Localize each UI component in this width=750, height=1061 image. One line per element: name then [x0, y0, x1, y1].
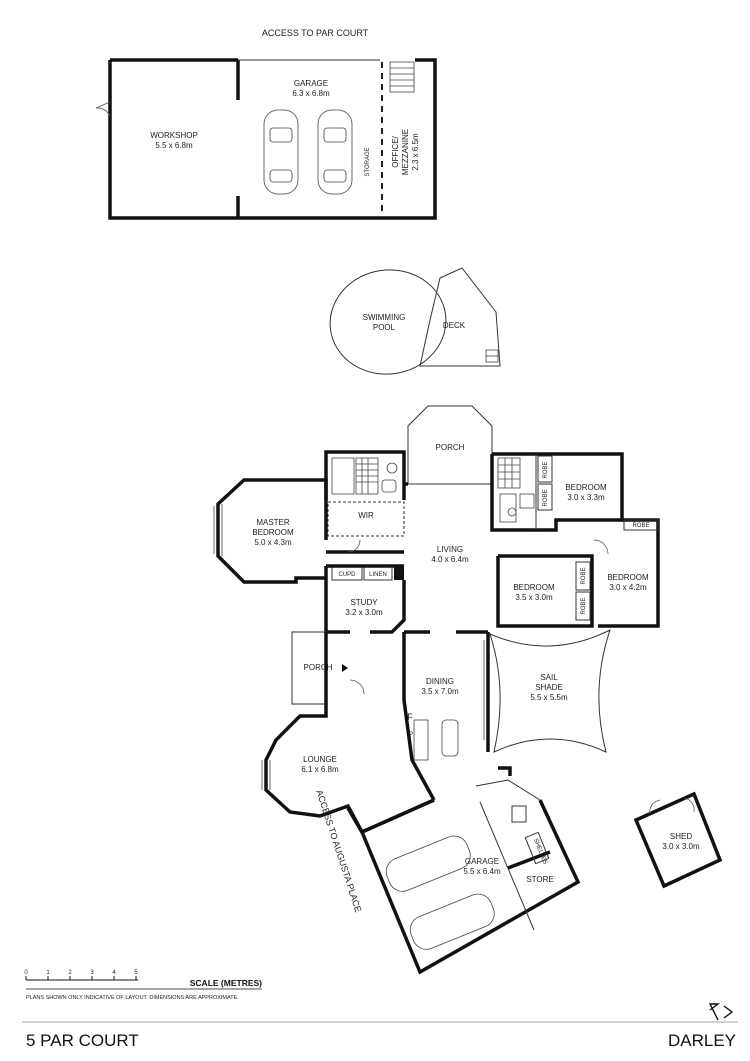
access-augusta-label: ACCESS TO AUGUSTA PLACE	[314, 789, 363, 914]
bed1-label: BEDROOM	[565, 483, 607, 492]
scale-tick: 1	[46, 970, 50, 976]
garage-main-label: GARAGE	[465, 857, 499, 866]
sail-label: SAIL	[540, 673, 558, 682]
sail-dim: 5.5 x 5.5m	[530, 693, 568, 702]
office-label: OFFICE/	[391, 135, 400, 167]
bed3-dim: 3.0 x 4.2m	[609, 583, 647, 592]
pantry-label: P	[409, 732, 413, 738]
storage-label: STORAGE	[365, 147, 371, 176]
address-title: 5 PAR COURT	[26, 1031, 139, 1050]
sail-label-2: SHADE	[535, 683, 563, 692]
north-arrow-icon	[708, 1003, 734, 1021]
car-icon	[409, 893, 495, 950]
wir-label: WIR	[358, 511, 374, 520]
garage-top-dim: 6.3 x 6.8m	[292, 89, 330, 98]
porch-side-label: PORCH	[304, 663, 333, 672]
deck-label: DECK	[443, 321, 466, 330]
pool-label-2: POOL	[373, 323, 396, 332]
mezzanine-label: MEZZANINE	[401, 129, 410, 175]
study-label: STUDY	[350, 598, 378, 607]
car-icon	[317, 109, 353, 195]
scale-tick: 5	[134, 970, 138, 976]
robe-label: ROBE	[632, 523, 649, 529]
lounge-dim: 6.1 x 6.8m	[301, 765, 339, 774]
bed2-dim: 3.5 x 3.0m	[515, 593, 553, 602]
workshop-label: WORKSHOP	[150, 131, 198, 140]
master-label-2: BEDROOM	[252, 528, 294, 537]
garage-main-dim: 5.5 x 6.4m	[463, 867, 501, 876]
access-par-court-label: ACCESS TO PAR COURT	[262, 28, 369, 38]
cupd-label: CUPD	[338, 572, 356, 578]
linen-label: LINEN	[369, 572, 387, 578]
outbuilding: WORKSHOP 5.5 x 6.8m GARAGE 6.3 x 6.8m ST…	[95, 58, 437, 220]
main-house: PORCH WIR MASTER BEDROOM 5.0 x 4.3m	[213, 405, 660, 975]
car-icon	[263, 109, 299, 195]
pool-label: SWIMMING	[363, 313, 406, 322]
master-label: MASTER	[256, 518, 290, 527]
bed3-label: BEDROOM	[607, 573, 649, 582]
garage-top-label: GARAGE	[294, 79, 328, 88]
shed: SHED 3.0 x 3.0m	[633, 791, 723, 889]
robe-label: ROBE	[581, 597, 587, 614]
shed-label: SHED	[670, 832, 692, 841]
fridge-label: F	[407, 712, 413, 722]
lounge-label: LOUNGE	[303, 755, 337, 764]
living-dim: 4.0 x 6.4m	[431, 555, 469, 564]
master-dim: 5.0 x 4.3m	[254, 538, 292, 547]
robe-label: ROBE	[581, 567, 587, 584]
scale-tick: 2	[68, 970, 72, 976]
shed-dim: 3.0 x 3.0m	[662, 842, 700, 851]
study-dim: 3.2 x 3.0m	[345, 608, 383, 617]
dining-dim: 3.5 x 7.0m	[421, 687, 459, 696]
scale-tick: 3	[90, 970, 94, 976]
robe-label: ROBE	[543, 461, 549, 478]
bed1-dim: 3.0 x 3.3m	[567, 493, 605, 502]
robe-label: ROBE	[543, 489, 549, 506]
suburb-title: DARLEY	[668, 1031, 736, 1050]
car-icon	[385, 835, 471, 892]
dining-label: DINING	[426, 677, 454, 686]
bed2-label: BEDROOM	[513, 583, 555, 592]
store-label: STORE	[526, 875, 553, 884]
scale-bar: 0 1 2 3 4 5 SCALE (METRES) PLANS SHOWN O…	[24, 970, 262, 1001]
pool-area: SWIMMING POOL DECK	[329, 267, 501, 375]
office-dim: 2.3 x 6.5m	[411, 133, 420, 171]
scale-tick: 0	[24, 970, 28, 976]
scale-tick: 4	[112, 970, 116, 976]
living-label: LIVING	[437, 545, 463, 554]
scale-label: SCALE (METRES)	[190, 978, 262, 988]
disclaimer: PLANS SHOWN ONLY INDICATIVE OF LAYOUT. D…	[26, 995, 239, 1001]
workshop-dim: 5.5 x 6.8m	[155, 141, 193, 150]
porch-top-label: PORCH	[436, 443, 465, 452]
